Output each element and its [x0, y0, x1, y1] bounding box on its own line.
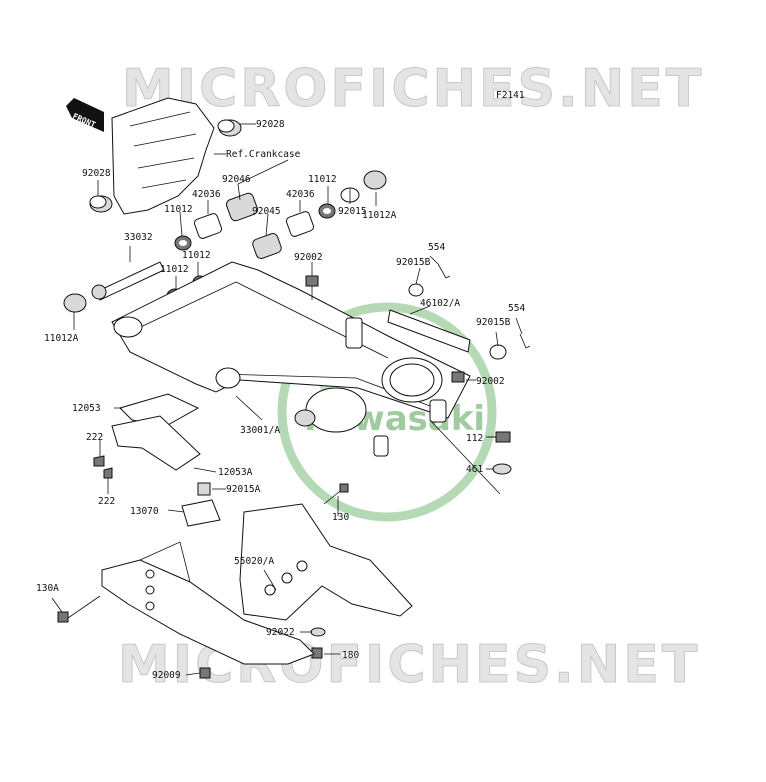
label-222-a: 222	[86, 432, 103, 443]
label-11012A-top: 11012A	[362, 210, 397, 221]
label-12053: 12053	[72, 403, 101, 414]
part-92022-washer	[310, 627, 326, 637]
label-92015A: 92015A	[226, 484, 261, 495]
label-55020A: 55020/A	[234, 556, 274, 567]
label-130: 130	[332, 512, 349, 523]
label-92015B-b: 92015B	[476, 317, 511, 328]
part-11012-seal-b	[318, 203, 336, 219]
label-11012-b: 11012	[308, 174, 337, 185]
part-11012A-top	[363, 170, 387, 190]
label-92045: 92045	[252, 206, 281, 217]
part-13070	[181, 499, 221, 527]
label-180: 180	[342, 650, 359, 661]
label-112: 112	[466, 433, 483, 444]
front-arrow-icon: FRONT	[66, 98, 104, 132]
label-92002-b: 92002	[476, 376, 505, 387]
part-92015B-a	[408, 283, 424, 297]
label-130A: 130A	[36, 583, 59, 594]
part-222-screw-a	[93, 455, 105, 467]
label-92028-top: 92028	[256, 119, 285, 130]
label-33001A: 33001/A	[240, 425, 280, 436]
label-11012-a: 11012	[164, 204, 193, 215]
part-55020A-chain-guard	[239, 503, 413, 621]
part-92015A	[197, 482, 211, 496]
part-92028-left	[89, 195, 113, 213]
watermark-top: MICROFICHES.NET	[122, 59, 704, 119]
part-554-cotter-pin-b	[519, 333, 531, 349]
part-92045	[252, 233, 282, 259]
part-222-screw-b	[103, 467, 113, 479]
part-92028-top	[217, 119, 242, 137]
label-42036-b: 42036	[286, 189, 315, 200]
part-11012-seal-a	[174, 235, 192, 251]
leader-lines	[51, 123, 523, 676]
part-92046	[225, 192, 259, 222]
label-11012-c: 11012	[160, 264, 189, 275]
part-42036-right	[285, 211, 315, 237]
label-92002-a: 92002	[294, 252, 323, 263]
label-222-b: 222	[98, 496, 115, 507]
label-554-b: 554	[508, 303, 525, 314]
part-42036-left	[193, 213, 223, 239]
swingarm-body	[111, 261, 471, 457]
part-92009-bolt	[199, 667, 211, 679]
label-12053A: 12053A	[218, 467, 253, 478]
part-46102A-adjuster	[387, 309, 471, 353]
label-461: 461	[466, 464, 483, 475]
part-92015B-b	[489, 344, 507, 360]
part-130A-bolt	[57, 595, 101, 623]
part-33032-pivot-shaft	[91, 261, 165, 301]
part-461-washer	[492, 463, 512, 475]
figure-code: F2141	[496, 90, 525, 101]
label-92046: 92046	[222, 174, 251, 185]
label-42036-a: 42036	[192, 189, 221, 200]
label-ref-crankcase: Ref.Crankcase	[226, 149, 301, 160]
crankcase-outline	[111, 97, 215, 215]
label-92015B-a: 92015B	[396, 257, 431, 268]
label-554-a: 554	[428, 242, 445, 253]
part-11012A-left	[63, 293, 87, 313]
label-92022: 92022	[266, 627, 295, 638]
part-554-cotter-pin-a	[437, 263, 451, 279]
label-92009: 92009	[152, 670, 181, 681]
label-46102A: 46102/A	[420, 298, 460, 309]
label-13070: 13070	[130, 506, 159, 517]
part-130-bolt	[323, 483, 349, 505]
label-11012A-left: 11012A	[44, 333, 79, 344]
label-33032: 33032	[124, 232, 153, 243]
part-12053-chain-slider	[111, 393, 201, 471]
label-92028-left: 92028	[82, 168, 111, 179]
label-92015: 92015	[338, 206, 367, 217]
part-92002-bolt-b	[451, 371, 465, 383]
part-labels: 92028 Ref.Crankcase 92028 92046 11012 42…	[36, 119, 525, 681]
part-lower-chain-guard	[101, 541, 315, 665]
label-11012-d: 11012	[182, 250, 211, 261]
